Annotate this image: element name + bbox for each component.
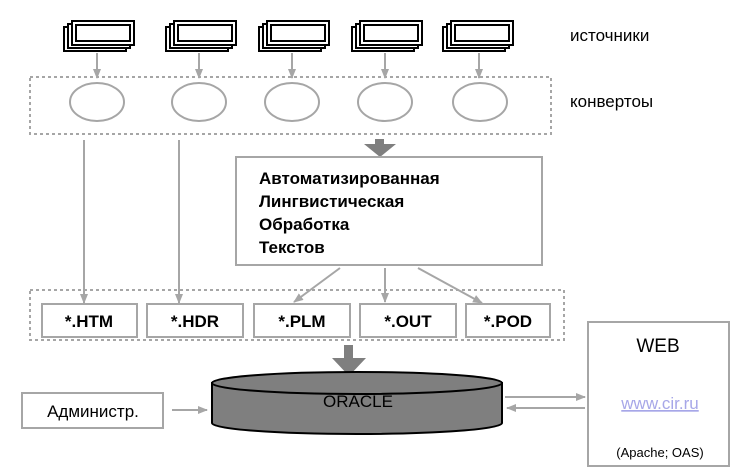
source-doc-icon	[63, 20, 135, 52]
source-doc-icon	[351, 20, 423, 52]
source-doc-icon	[165, 20, 237, 52]
format-box	[465, 303, 551, 338]
format-box	[359, 303, 457, 338]
oracle-label: ORACLE	[323, 392, 393, 411]
big-arrow-down	[332, 345, 366, 376]
format-label: *.POD	[484, 312, 532, 331]
format-label: *.HTM	[65, 312, 113, 331]
converter-node	[69, 82, 125, 122]
format-labels: *.HTM *.HDR *.PLM *.OUT *.POD	[65, 312, 532, 331]
sources-label: источники	[570, 26, 649, 45]
format-label: *.PLM	[278, 312, 325, 331]
arrow	[417, 267, 483, 304]
format-label: *.HDR	[171, 312, 219, 331]
admin-label: Администр.	[47, 402, 139, 421]
source-to-converter-arrows	[93, 53, 483, 79]
converter-node	[264, 82, 320, 122]
alot-line: Автоматизированная	[259, 169, 440, 188]
format-box	[253, 303, 351, 338]
source-documents	[63, 20, 514, 52]
big-arrow-down	[364, 139, 396, 157]
alot-line: Лингвистическая	[259, 192, 404, 211]
format-box	[41, 303, 138, 338]
converter-nodes	[69, 82, 508, 122]
oracle-database: ORACLE	[211, 371, 503, 435]
web-box	[587, 321, 730, 467]
format-label: *.OUT	[384, 312, 432, 331]
admin-box[interactable]	[21, 392, 164, 429]
alot-line: Текстов	[259, 238, 325, 257]
format-box	[146, 303, 244, 338]
arrow	[293, 267, 341, 303]
source-doc-icon	[442, 20, 514, 52]
web-link[interactable]: www.cir.ru	[620, 394, 698, 413]
formats-group-border	[29, 289, 565, 341]
format-boxes	[41, 303, 551, 338]
converter-node	[452, 82, 508, 122]
web-title: WEB	[636, 336, 679, 357]
converter-to-format-arrows	[80, 140, 183, 304]
alot-line: Обработка	[259, 215, 350, 234]
converters-group-border	[29, 76, 552, 135]
alot-text: Автоматизированная Лингвистическая Обраб…	[259, 169, 440, 257]
alot-to-format-arrows	[293, 267, 483, 304]
converter-node	[171, 82, 227, 122]
web-server-label: (Apache; OAS)	[616, 445, 703, 460]
source-doc-icon	[258, 20, 330, 52]
converter-node	[357, 82, 413, 122]
alot-box	[235, 156, 543, 266]
converters-label: конвертоы	[570, 92, 653, 111]
